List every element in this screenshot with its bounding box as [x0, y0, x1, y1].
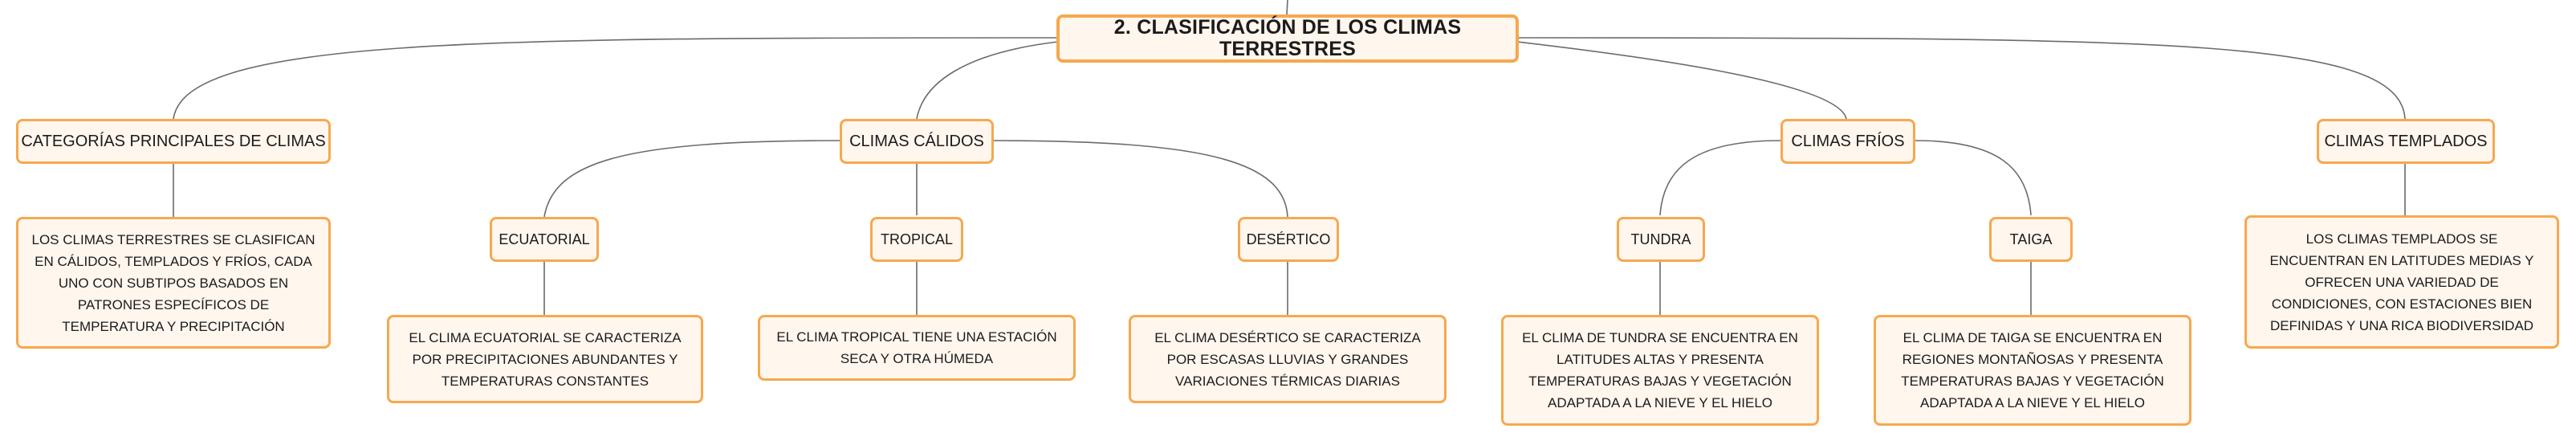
- desc-taiga[interactable]: EL CLIMA DE TAIGA SE ENCUENTRA EN REGION…: [1874, 315, 2191, 426]
- desc-tropical-text: EL CLIMA TROPICAL TIENE UNA ESTACIÓN SEC…: [776, 329, 1057, 366]
- sub-ecuatorial[interactable]: ECUATORIAL: [490, 217, 599, 262]
- root-node[interactable]: 2. CLASIFICACIÓN DE LOS CLIMAS TERRESTRE…: [1056, 14, 1519, 63]
- connector-frios-tundra: [1659, 140, 1781, 216]
- connector-root-frios: [1516, 41, 1847, 120]
- sub-desertico-label: DESÉRTICO: [1246, 231, 1331, 247]
- sub-desertico[interactable]: DESÉRTICO: [1238, 217, 1339, 262]
- category-calidos-label: CLIMAS CÁLIDOS: [849, 132, 984, 150]
- connector-frios-taiga: [1915, 140, 2032, 216]
- sub-tundra-label: TUNDRA: [1630, 231, 1691, 247]
- desc-taiga-text: EL CLIMA DE TAIGA SE ENCUENTRA EN REGION…: [1901, 330, 2164, 410]
- sub-taiga-label: TAIGA: [2009, 231, 2053, 247]
- category-templados-label: CLIMAS TEMPLADOS: [2324, 132, 2488, 150]
- sub-taiga[interactable]: TAIGA: [1989, 217, 2073, 262]
- connector-calidos-ecuatorial: [543, 140, 840, 218]
- desc-principales[interactable]: LOS CLIMAS TERRESTRES SE CLASIFICAN EN C…: [16, 217, 331, 349]
- root-label: 2. CLASIFICACIÓN DE LOS CLIMAS TERRESTRE…: [1113, 16, 1462, 60]
- category-principales-label: CATEGORÍAS PRINCIPALES DE CLIMAS: [21, 132, 326, 150]
- desc-ecuatorial[interactable]: EL CLIMA ECUATORIAL SE CARACTERIZA POR P…: [387, 315, 703, 403]
- desc-tundra-text: EL CLIMA DE TUNDRA SE ENCUENTRA EN LATIT…: [1522, 330, 1798, 410]
- sub-tundra[interactable]: TUNDRA: [1617, 217, 1705, 262]
- category-calidos[interactable]: CLIMAS CÁLIDOS: [840, 119, 994, 164]
- category-frios[interactable]: CLIMAS FRÍOS: [1780, 119, 1915, 164]
- desc-desertico-text: EL CLIMA DESÉRTICO SE CARACTERIZA POR ES…: [1154, 329, 1421, 389]
- sub-tropical[interactable]: TROPICAL: [870, 217, 963, 262]
- category-frios-label: CLIMAS FRÍOS: [1791, 132, 1905, 150]
- sub-ecuatorial-label: ECUATORIAL: [499, 231, 590, 247]
- desc-templados-text: LOS CLIMAS TEMPLADOS SE ENCUENTRAN EN LA…: [2269, 231, 2534, 333]
- category-templados[interactable]: CLIMAS TEMPLADOS: [2317, 119, 2495, 164]
- connector-root-principales: [173, 37, 1059, 120]
- connector-calidos-desertico: [991, 140, 1288, 218]
- connector-root-templados: [1516, 37, 2406, 120]
- desc-tropical[interactable]: EL CLIMA TROPICAL TIENE UNA ESTACIÓN SEC…: [758, 315, 1076, 381]
- connector-root-calidos: [916, 41, 1059, 120]
- category-principales[interactable]: CATEGORÍAS PRINCIPALES DE CLIMAS: [16, 119, 331, 164]
- connector-top-stub: [1286, 0, 1288, 15]
- sub-tropical-label: TROPICAL: [880, 231, 954, 247]
- desc-templados[interactable]: LOS CLIMAS TEMPLADOS SE ENCUENTRAN EN LA…: [2244, 215, 2559, 349]
- desc-ecuatorial-text: EL CLIMA ECUATORIAL SE CARACTERIZA POR P…: [409, 329, 682, 389]
- desc-desertico[interactable]: EL CLIMA DESÉRTICO SE CARACTERIZA POR ES…: [1129, 315, 1447, 403]
- desc-principales-text: LOS CLIMAS TERRESTRES SE CLASIFICAN EN C…: [31, 231, 315, 334]
- desc-tundra[interactable]: EL CLIMA DE TUNDRA SE ENCUENTRA EN LATIT…: [1501, 315, 1819, 426]
